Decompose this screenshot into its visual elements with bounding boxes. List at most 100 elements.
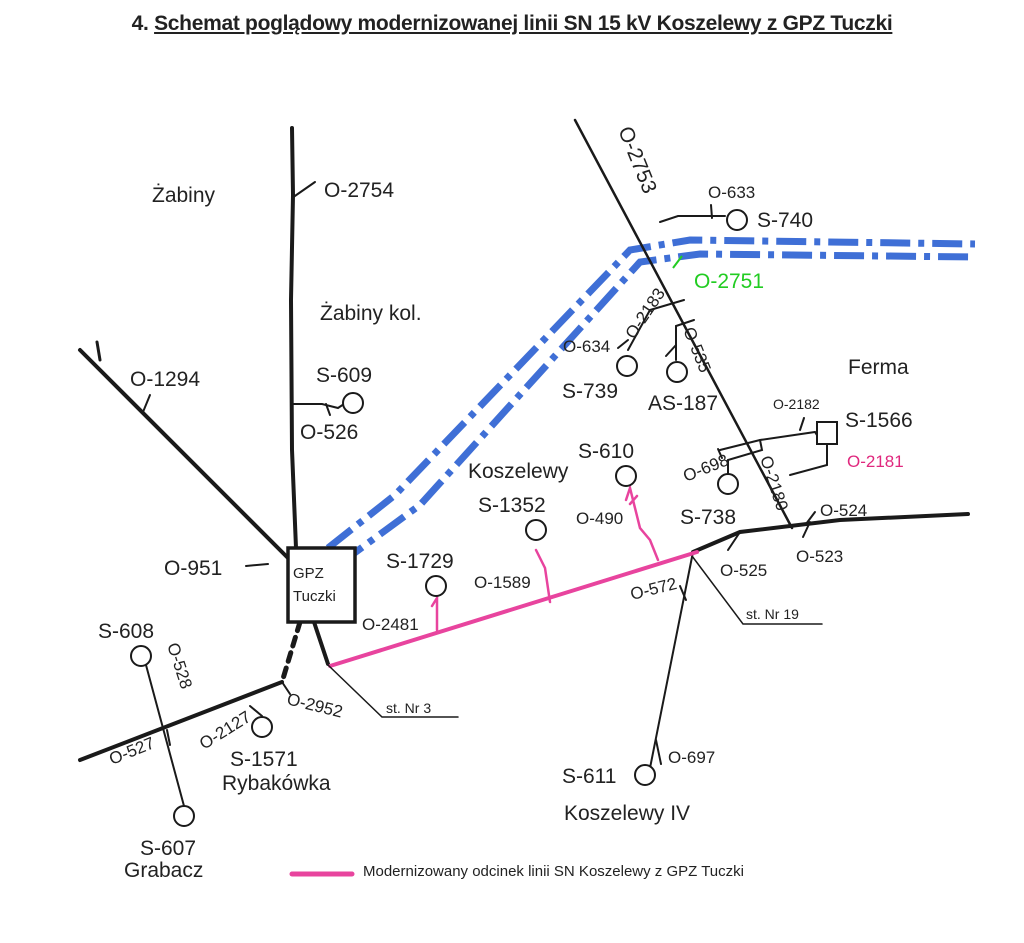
gpz-label-line1: GPZ — [293, 565, 324, 582]
branch-o2183 — [627, 299, 685, 351]
station-s1566-symbol — [816, 421, 838, 445]
label-o2182: O-2182 — [773, 396, 820, 412]
place-koszelewy: Koszelewy — [468, 460, 569, 483]
gpz-box — [286, 546, 357, 624]
branch-s738 — [727, 439, 764, 474]
label-s607: S-607 — [140, 837, 196, 860]
label-s608: S-608 — [98, 620, 154, 643]
label-s739: S-739 — [562, 380, 618, 403]
label-o523: O-523 — [796, 547, 843, 566]
station-s740-symbol — [726, 209, 748, 231]
planned-line-upper — [325, 236, 976, 551]
line-sw — [78, 680, 284, 762]
label-s610: S-610 — [578, 440, 634, 463]
label-o524: O-524 — [820, 501, 867, 520]
tick-o527 — [166, 729, 171, 746]
label-s1729: S-1729 — [386, 550, 454, 573]
tick-o697 — [655, 739, 662, 765]
branch-s1352 — [534, 548, 552, 604]
branch-s610 — [624, 483, 660, 562]
place-grabacz: Grabacz — [124, 859, 203, 882]
label-s1571: S-1571 — [230, 748, 298, 771]
label-o2753: O-2753 — [613, 123, 661, 197]
title-text: Schemat poglądowy modernizowanej linii S… — [154, 12, 893, 35]
line-east — [691, 512, 970, 554]
line-nw — [78, 348, 292, 562]
station-s1729-symbol — [425, 575, 447, 597]
dashed-link — [279, 619, 303, 685]
modernized-line — [328, 550, 699, 668]
label-o2127: O-2127 — [196, 707, 254, 753]
station-s1352-symbol — [525, 519, 547, 541]
tick-o525 — [727, 531, 741, 551]
station-s739-symbol — [616, 355, 638, 377]
station-s608-symbol — [130, 645, 152, 667]
legend-label: Modernizowany odcinek linii SN Koszelewy… — [363, 863, 744, 880]
planned-line-lower — [335, 250, 976, 568]
tick-o2182 — [799, 417, 805, 431]
label-o2754: O-2754 — [324, 179, 394, 202]
label-s738: S-738 — [680, 506, 736, 529]
page-title: 4. Schemat poglądowy modernizowanej lini… — [0, 12, 1024, 36]
branch-o535 — [675, 319, 695, 361]
place-koszelewy-iv: Koszelewy IV — [564, 802, 690, 825]
label-o572: O-572 — [628, 574, 678, 604]
tick-o633 — [710, 204, 713, 219]
trunk-south — [312, 620, 330, 666]
label-s1566: S-1566 — [845, 409, 913, 432]
line-nw-tick — [95, 340, 102, 362]
label-o526: O-526 — [300, 421, 358, 444]
tick-o1294 — [142, 394, 151, 413]
branch-s609 — [291, 403, 345, 410]
label-o2481: O-2481 — [362, 615, 419, 634]
branch-s1729 — [430, 593, 439, 632]
label-post-st3: st. Nr 3 — [386, 700, 431, 716]
tick-o2952 — [281, 681, 291, 695]
label-o633: O-633 — [708, 183, 755, 202]
place-ferma: Ferma — [848, 356, 909, 379]
tick-o951 — [245, 563, 269, 567]
branch-s1571 — [249, 705, 263, 717]
label-o1589: O-1589 — [474, 573, 531, 592]
branch-s1566 — [719, 430, 821, 451]
label-o2183: O-2183 — [622, 285, 669, 343]
label-o2181: O-2181 — [847, 452, 904, 471]
line-south — [649, 551, 694, 769]
label-s609: S-609 — [316, 364, 372, 387]
trunk-north — [288, 126, 298, 550]
tick-o698 — [717, 448, 723, 459]
post-st3-line — [327, 664, 459, 718]
gpz-label-line2: Tuczki — [293, 588, 336, 605]
label-post-st19: st. Nr 19 — [746, 606, 799, 622]
label-s740: S-740 — [757, 209, 813, 232]
station-as187-symbol — [666, 361, 688, 383]
post-st19-line — [691, 555, 823, 625]
station-s609-symbol — [342, 392, 364, 414]
label-o951: O-951 — [164, 557, 222, 580]
label-o697: O-697 — [668, 748, 715, 767]
place-rybakowka: Rybakówka — [222, 772, 331, 795]
label-s611: S-611 — [562, 765, 616, 788]
tick-o572 — [679, 585, 687, 601]
station-s611-symbol — [634, 764, 656, 786]
place-zabiny: Żabiny — [152, 184, 216, 207]
label-o2952: O-2952 — [285, 689, 345, 721]
tick-o526 — [325, 403, 331, 416]
label-o1294: O-1294 — [130, 368, 200, 391]
branch-o2181 — [789, 444, 828, 476]
label-s1352: S-1352 — [478, 494, 546, 517]
label-o528: O-528 — [163, 640, 196, 691]
label-as187: AS-187 — [648, 392, 718, 415]
title-number: 4. — [131, 12, 149, 35]
tick-o634 — [617, 339, 629, 349]
label-o634: O-634 — [563, 337, 610, 356]
label-o2180: O-2180 — [756, 453, 792, 513]
station-s610-symbol — [615, 465, 637, 487]
label-o2751: O-2751 — [694, 270, 764, 293]
place-zabiny-kol: Żabiny kol. — [320, 302, 422, 325]
station-s1571-symbol — [251, 716, 273, 738]
tick-o2751 — [672, 255, 683, 269]
tick-o523 — [802, 521, 811, 538]
station-s607-symbol — [173, 805, 195, 827]
